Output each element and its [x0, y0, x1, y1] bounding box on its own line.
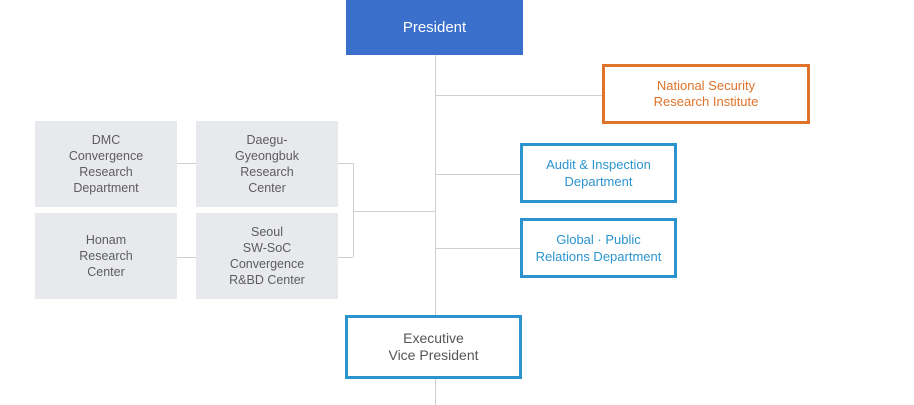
connector-daegu	[338, 163, 353, 164]
connector-centers-vertical	[353, 163, 354, 257]
honam-research-center-box[interactable]: Honam Research Center	[35, 213, 177, 299]
main-vertical-connector	[435, 55, 436, 405]
connector-honam-seoul	[177, 257, 196, 258]
global-public-relations-department-box[interactable]: Global · Public Relations Department	[520, 218, 677, 278]
connector-seoul	[338, 257, 353, 258]
connector-audit	[436, 174, 521, 175]
connector-centers-branch	[353, 211, 435, 212]
connector-global-public	[436, 248, 521, 249]
connector-national-security	[436, 95, 603, 96]
connector-dmc-daegu	[177, 163, 196, 164]
daegu-gyeongbuk-research-center-box[interactable]: Daegu- Gyeongbuk Research Center	[196, 121, 338, 207]
executive-vice-president-box[interactable]: Executive Vice President	[345, 315, 522, 379]
president-box[interactable]: President	[346, 0, 523, 55]
seoul-sw-soc-convergence-rbd-center-box[interactable]: Seoul SW-SoC Convergence R&BD Center	[196, 213, 338, 299]
dmc-convergence-research-department-box[interactable]: DMC Convergence Research Department	[35, 121, 177, 207]
audit-inspection-department-box[interactable]: Audit & Inspection Department	[520, 143, 677, 203]
national-security-research-institute-box[interactable]: National Security Research Institute	[602, 64, 810, 124]
